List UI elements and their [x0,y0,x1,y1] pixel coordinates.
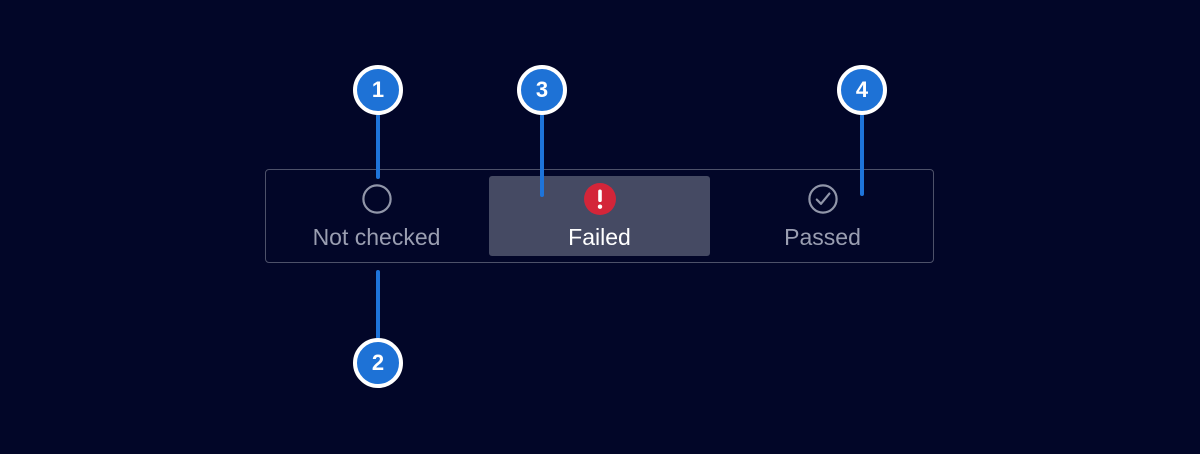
callout-number-2: 2 [371,350,385,375]
segment-label-not-checked: Not checked [312,223,441,250]
exclamation-circle-icon [583,182,616,215]
callout-badge-3: 3 [517,65,567,115]
check-circle-icon [807,183,839,215]
callout-line-4 [860,114,864,196]
callout-badge-1: 1 [353,65,403,115]
segment-label-passed: Passed [784,223,861,250]
callout-number-1: 1 [371,77,385,102]
callout-badge-2: 2 [353,338,403,388]
callout-number-3: 3 [535,77,549,102]
callout-line-1 [376,114,380,179]
validation-status-bar: Not checked Failed Passed [265,169,934,263]
circle-outline-icon [361,183,393,215]
segment-failed[interactable]: Failed [489,176,710,256]
callout-badge-4: 4 [837,65,887,115]
callout-line-2 [376,270,380,339]
callout-number-4: 4 [855,77,869,102]
segment-not-checked[interactable]: Not checked [266,170,487,262]
callout-line-3 [540,114,544,197]
segment-passed[interactable]: Passed [712,170,933,262]
segment-label-failed: Failed [568,223,631,250]
